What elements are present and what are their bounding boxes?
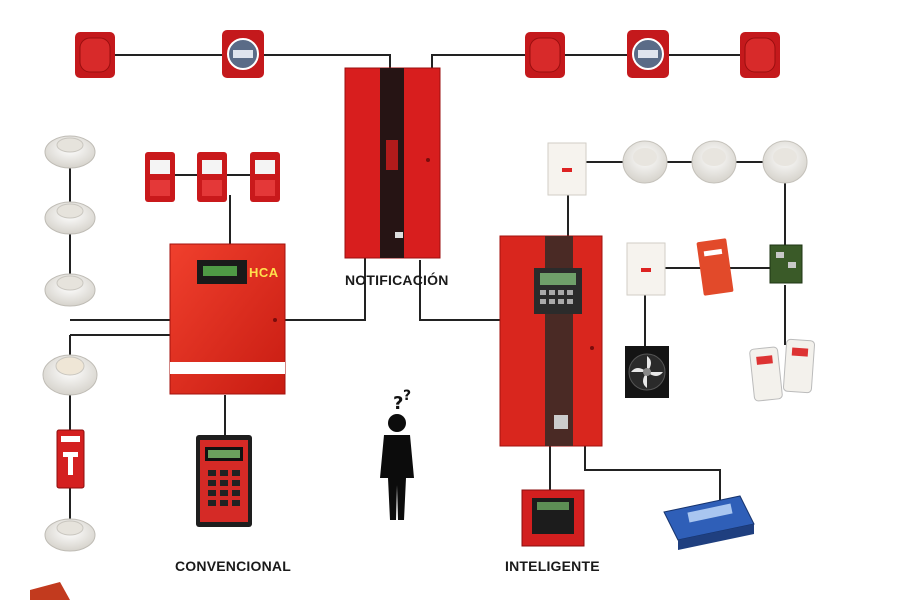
smoke-detector-icon — [44, 201, 96, 235]
panel-sub-label: fire-lite — [187, 364, 211, 371]
smoke-detector-icon — [762, 140, 808, 184]
smoke-detector-icon — [44, 518, 96, 552]
smoke-detector-icon — [44, 135, 96, 169]
horn-strobe-icon — [197, 152, 227, 202]
heat-detector-icon — [42, 354, 98, 396]
notification-panel — [344, 67, 441, 259]
module-icon — [547, 142, 587, 196]
horn-strobe-icon — [740, 32, 780, 78]
fan-icon — [625, 346, 669, 398]
module-icon — [626, 242, 666, 296]
label-inteligente: INTELIGENTE — [505, 558, 600, 574]
horn-strobe-icon — [250, 152, 280, 202]
smoke-detector-icon — [691, 140, 737, 184]
pull-station-icon — [56, 429, 85, 489]
horn-strobe-icon — [222, 30, 264, 78]
control-panel-icon — [499, 235, 603, 447]
relay-module-icon — [769, 244, 803, 284]
control-panel-icon — [169, 243, 286, 395]
annunciator-icon — [521, 489, 585, 547]
door-holder-icon — [749, 338, 816, 402]
panel-brand-label: HCA — [249, 265, 279, 280]
horn-strobe-icon — [75, 32, 115, 78]
corner-accent — [30, 582, 70, 600]
smoke-detector-icon — [44, 273, 96, 307]
label-convencional: CONVENCIONAL — [175, 558, 291, 574]
horn-strobe-icon — [627, 30, 669, 78]
person-icon — [380, 414, 414, 520]
pull-station-icon — [696, 238, 734, 296]
smoke-detector-icon — [622, 140, 668, 184]
label-notificacion: NOTIFICACIÓN — [345, 272, 449, 288]
question-mark-2: ? — [403, 388, 412, 404]
horn-strobe-icon — [525, 32, 565, 78]
annunciator-icon — [196, 435, 252, 527]
horn-strobe-icon — [145, 152, 175, 202]
question-mark: ? — [393, 393, 404, 414]
computer-icon — [663, 495, 755, 550]
